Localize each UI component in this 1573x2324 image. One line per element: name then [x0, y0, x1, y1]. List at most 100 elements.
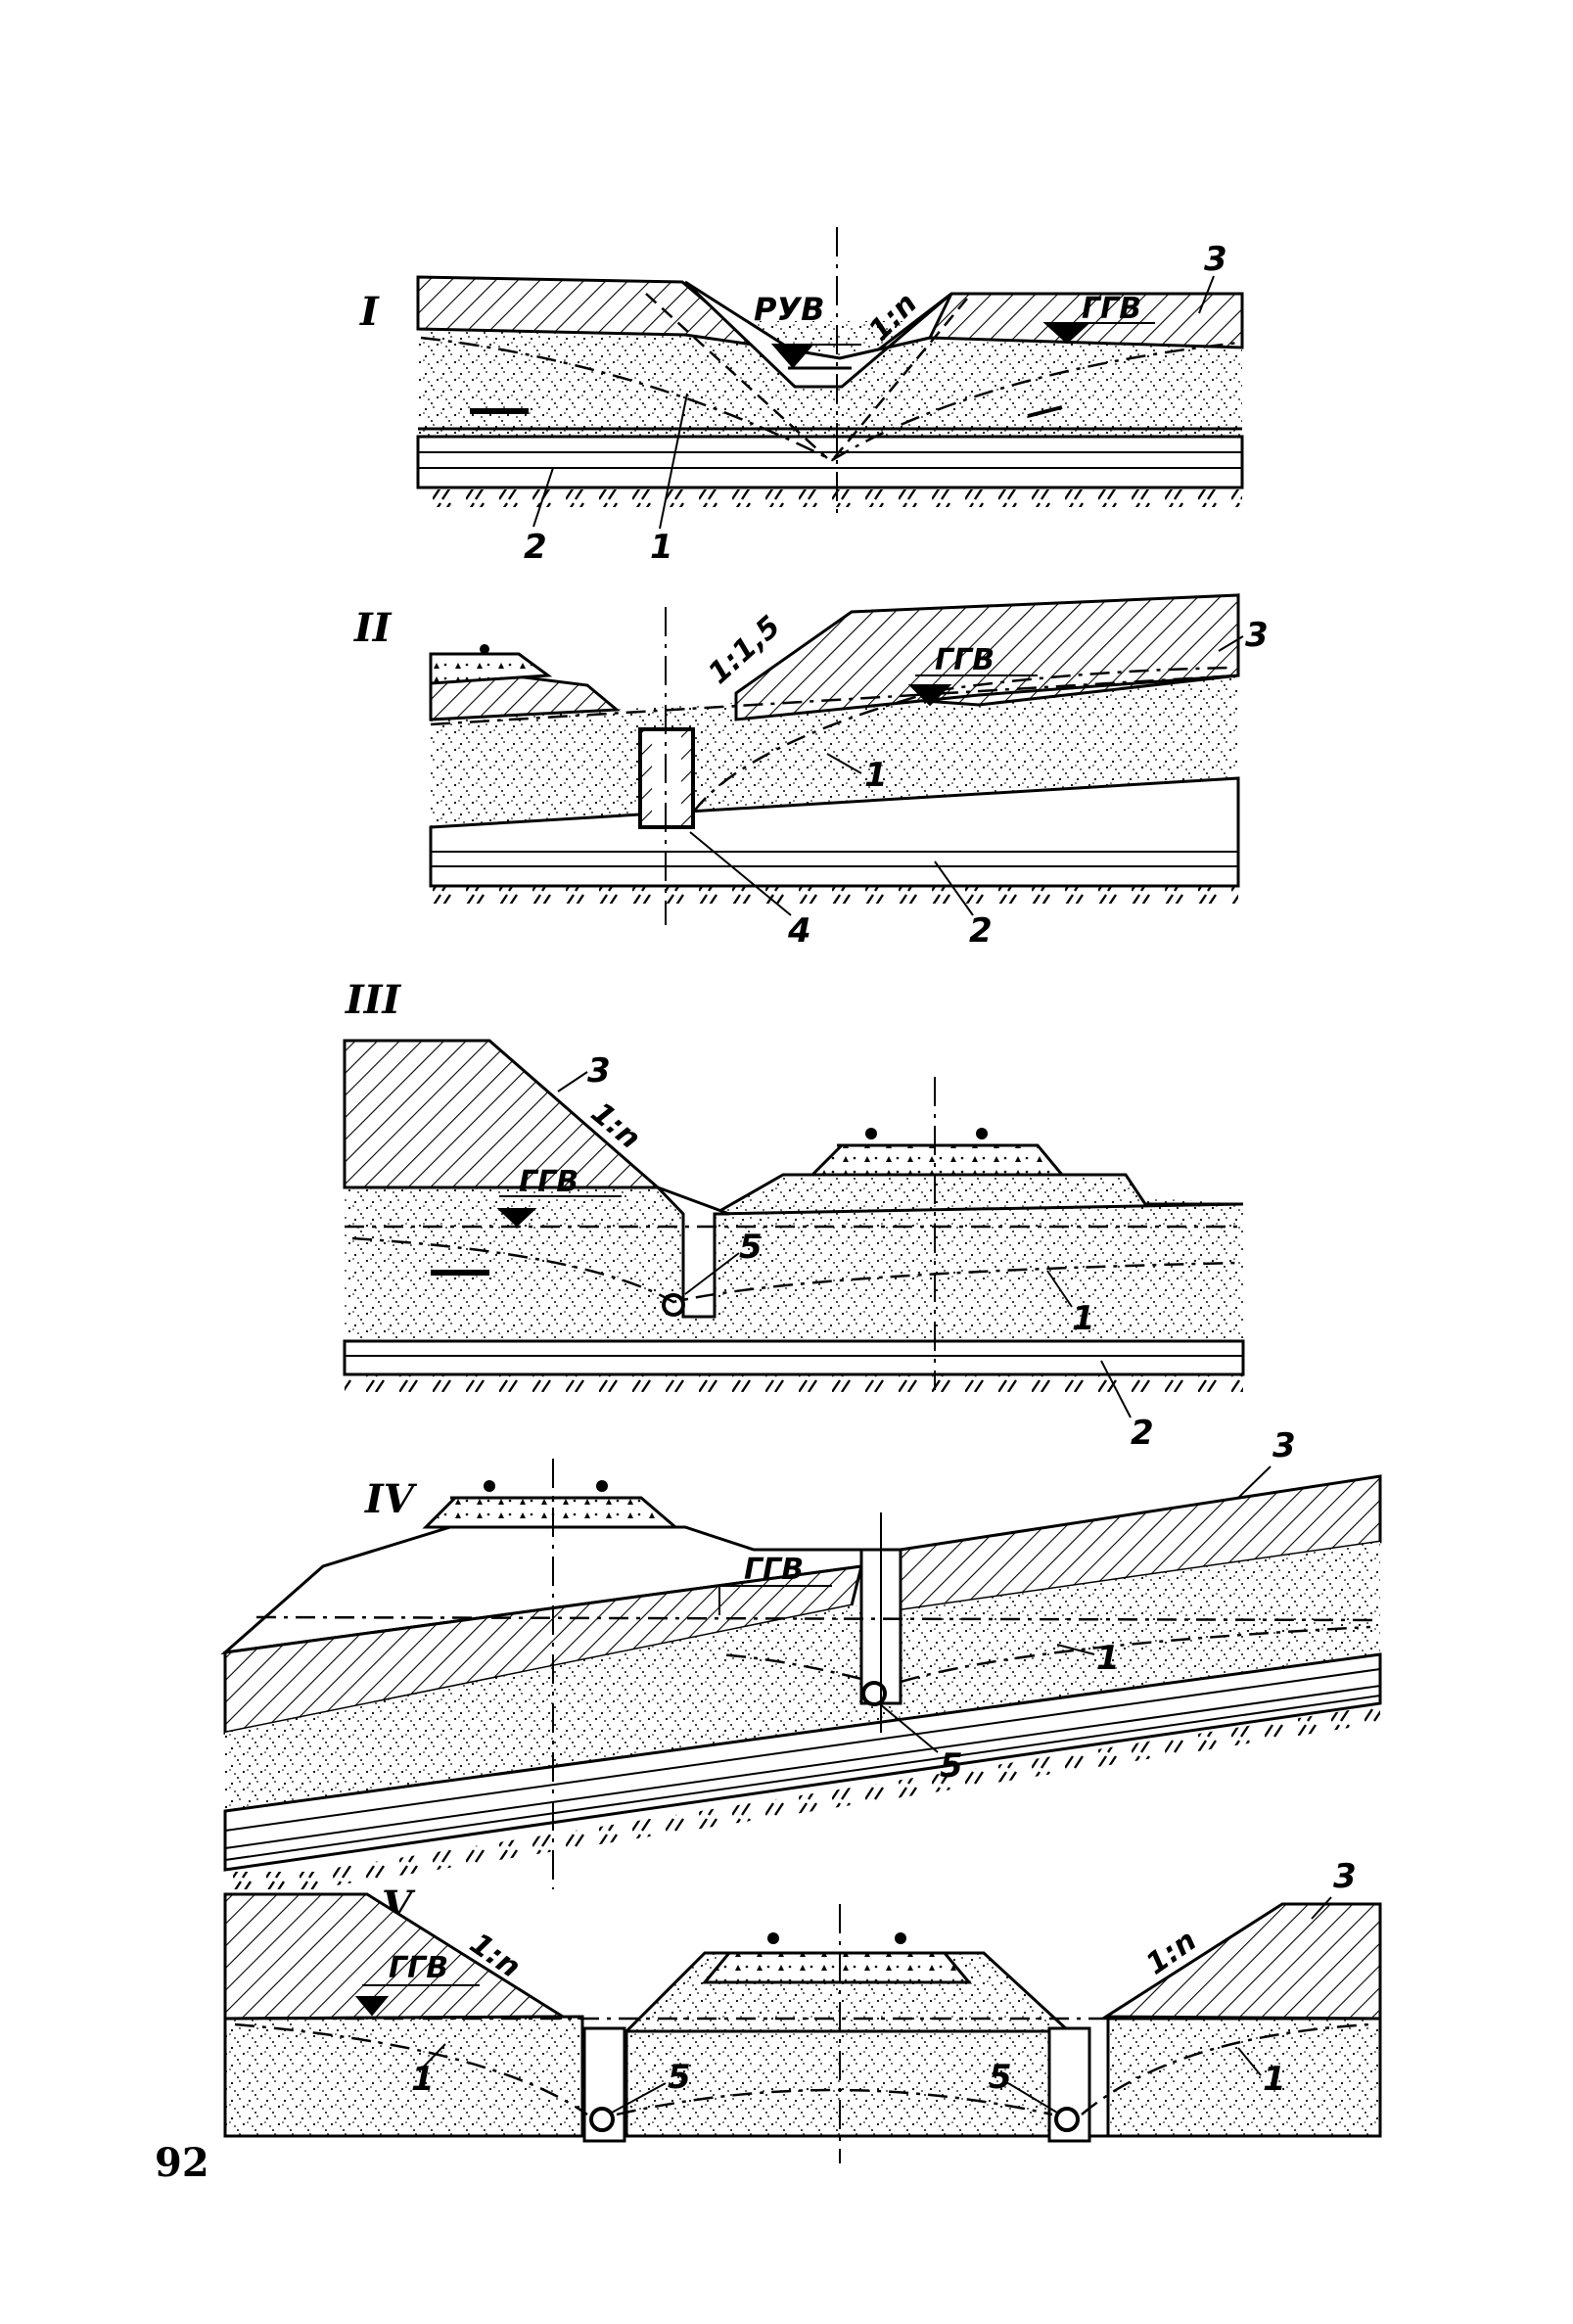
leader-5	[684, 1252, 740, 1295]
rail-head	[596, 1480, 608, 1492]
dashed-slope-right	[833, 298, 968, 459]
callout-1: 1	[1072, 1299, 1095, 1338]
callout-5-left: 5	[668, 2058, 691, 2097]
leader-5-right	[1007, 2082, 1058, 2114]
figure-numeral-II: II	[353, 605, 393, 651]
drain-trench	[656, 1185, 730, 1319]
dashed-slope-left	[645, 293, 828, 459]
callout-5-right: 5	[989, 2058, 1012, 2097]
clay-layer	[416, 435, 1244, 489]
gw-level-line	[255, 1615, 1381, 1622]
leader-3	[1218, 635, 1244, 652]
ground-hatch	[345, 1374, 1243, 1392]
gw-level-label: ГГВ	[1082, 292, 1141, 326]
callout-1-left: 1	[411, 2060, 435, 2099]
callout-1-right: 1	[1263, 2060, 1286, 2099]
leader-1	[1046, 1270, 1073, 1308]
clay-layer	[223, 1652, 1382, 1872]
figure-V: V ГГВ 1:n 1:n 3 1 1 5 5	[223, 1857, 1382, 2163]
flow-arrow	[1027, 405, 1063, 418]
callout-2: 2	[969, 911, 993, 951]
callout-5: 5	[739, 1228, 763, 1267]
leader-2	[1100, 1360, 1132, 1418]
embankment-ballast	[701, 1951, 973, 1984]
gw-level-marker	[1042, 322, 1155, 345]
callout-1: 1	[864, 756, 888, 795]
callout-3: 3	[587, 1051, 611, 1091]
figure-numeral-I: I	[359, 289, 380, 335]
leader-3	[1311, 1896, 1332, 1920]
ground-hatch-slope	[323, 1705, 1380, 1887]
figure-numeral-IV: IV	[364, 1476, 418, 1522]
figure-I: I РУВ 1:n ГГВ 3 2 1	[359, 227, 1244, 567]
callout-3: 3	[1245, 616, 1269, 655]
leader-5	[878, 1702, 939, 1753]
gw-level-line	[430, 674, 1239, 726]
clay-line	[224, 1685, 1381, 1849]
gw-level-label: ГГВ	[744, 1553, 804, 1587]
runoff-level-marker	[770, 344, 861, 369]
gw-level-marker	[718, 1585, 832, 1615]
gw-level-label: ГГВ	[935, 643, 995, 677]
figure-IV: IV ГГВ 3 1 5	[220, 1426, 1382, 1889]
gw-level-marker	[496, 1195, 622, 1228]
gw-level-marker	[907, 674, 1038, 707]
leader-1	[659, 393, 688, 530]
rail-head	[976, 1128, 988, 1139]
leader-1-left	[422, 2043, 446, 2068]
embankment-body	[714, 1173, 1244, 1216]
gw-level-label: ГГВ	[519, 1165, 578, 1199]
aquifer-layer	[345, 1175, 1243, 1341]
leader-2	[934, 860, 974, 916]
leader-3	[1198, 275, 1215, 314]
gw-level-label: ГГВ	[389, 1951, 448, 1985]
drain-pipe-5-left	[589, 2107, 615, 2132]
leader-2	[532, 467, 554, 528]
leader-1-right	[1237, 2047, 1262, 2076]
callout-1: 1	[1096, 1639, 1120, 1678]
clay-line	[224, 1668, 1381, 1832]
leader-3	[557, 1071, 588, 1092]
ground-hatch	[225, 1872, 323, 1889]
callout-2: 2	[1131, 1414, 1154, 1453]
callout-3: 3	[1333, 1857, 1357, 1896]
callout-5: 5	[940, 1746, 963, 1786]
drain-trench-wall	[642, 731, 652, 825]
leader-3	[1237, 1465, 1272, 1499]
clay-layer	[343, 1339, 1245, 1376]
depression-curve-1	[420, 336, 1240, 462]
callout-3: 3	[1272, 1426, 1296, 1465]
clay-line	[224, 1695, 1381, 1861]
embankment-ballast	[422, 1496, 680, 1529]
rail-head	[895, 1932, 906, 1944]
leader-4	[689, 831, 792, 916]
ground-hatch	[431, 886, 1238, 904]
depression-curve-right	[1081, 2022, 1371, 2115]
rail-head	[484, 1480, 495, 1492]
depression-curve-1	[351, 1236, 1239, 1304]
leader-5-left	[611, 2082, 667, 2114]
figure-numeral-III: III	[345, 977, 401, 1023]
rail-head	[865, 1128, 877, 1139]
figure-II: II ГГВ 1:1,5 3 1 4 2	[353, 593, 1269, 951]
leader-1	[826, 753, 862, 774]
callout-3: 3	[1204, 240, 1227, 279]
leader-1	[1056, 1644, 1095, 1655]
rail-head	[767, 1932, 779, 1944]
drain-pipe-5-right	[1054, 2107, 1080, 2132]
ground-hatch	[418, 489, 1242, 507]
gw-level-marker	[354, 1984, 480, 2017]
figure-III: III ГГВ 1:n 3 5 1 2	[343, 977, 1245, 1453]
callout-4: 4	[787, 911, 811, 951]
depression-curve-1	[718, 1625, 1371, 1684]
aquifer-layer	[223, 2015, 1382, 2138]
callout-1: 1	[650, 528, 673, 567]
embankment-ballast	[809, 1143, 1066, 1177]
drain-trench-wall	[681, 731, 691, 825]
aquifer-layer	[225, 1542, 1380, 1811]
cover-soil-right	[734, 593, 1240, 721]
drain-pipe-5	[861, 1681, 887, 1706]
runoff-level-label: РУВ	[754, 291, 825, 328]
page-number: 92	[155, 2140, 209, 2186]
